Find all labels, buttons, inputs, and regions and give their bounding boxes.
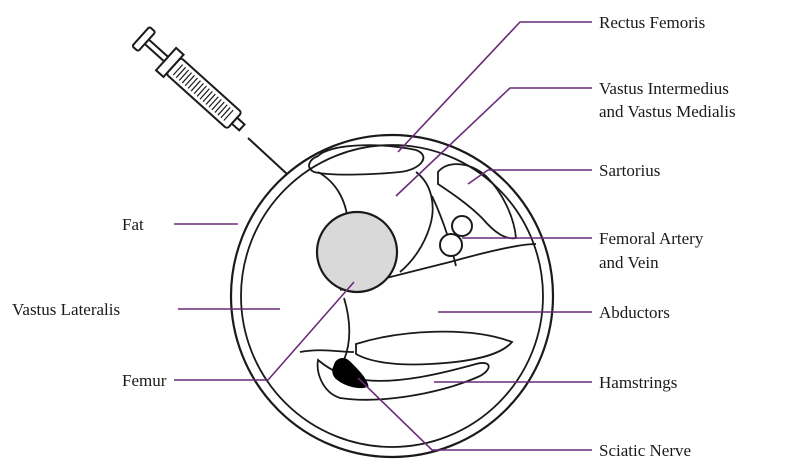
label-sciatic-nerve: Sciatic Nerve	[599, 441, 691, 460]
syringe-icon	[131, 25, 300, 186]
femoral-artery	[452, 216, 472, 236]
femur-bone	[317, 212, 397, 292]
label-vastus-lateralis: Vastus Lateralis	[12, 300, 120, 319]
label-fat: Fat	[122, 215, 144, 234]
label-femoral-line2: and Vein	[599, 253, 659, 272]
label-vastus-intermedius-line1: Vastus Intermedius	[599, 79, 729, 98]
label-femur: Femur	[122, 371, 167, 390]
label-vastus-intermedius-line2: and Vastus Medialis	[599, 102, 736, 121]
femoral-vein	[440, 234, 462, 256]
label-abductors: Abductors	[599, 303, 670, 322]
label-femoral-line1: Femoral Artery	[599, 229, 704, 248]
label-rectus-femoris: Rectus Femoris	[599, 13, 705, 32]
label-hamstrings: Hamstrings	[599, 373, 677, 392]
leader-rectus-femoris	[398, 22, 592, 152]
label-sartorius: Sartorius	[599, 161, 660, 180]
thigh-outer-circle	[231, 135, 553, 457]
